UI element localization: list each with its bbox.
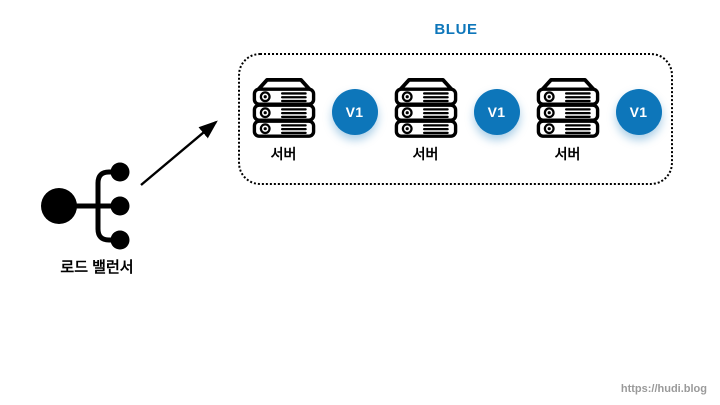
- version-badge: V1: [331, 89, 378, 135]
- blue-group-title: BLUE: [434, 21, 478, 38]
- load-balancer-icon: [41, 162, 130, 250]
- version-badge: V1: [615, 89, 662, 135]
- server-node: 서버: [250, 77, 318, 164]
- version-badge: V1: [473, 89, 520, 135]
- arrow-icon: [140, 120, 218, 186]
- server-node: 서버: [392, 77, 460, 164]
- server-label: 서버: [412, 146, 439, 162]
- server-node: 서버: [534, 77, 602, 164]
- blue-group-box: 서버 V1 서버: [238, 53, 673, 185]
- server-label: 서버: [554, 146, 581, 162]
- server-stack-icon: [252, 77, 315, 138]
- server-stack-icon: [394, 77, 457, 138]
- watermark-url: https://hudi.blog: [620, 383, 707, 395]
- server-stack-icon: [536, 77, 599, 138]
- server-label: 서버: [270, 146, 297, 162]
- load-balancer-label: 로드 밸런서: [60, 259, 134, 276]
